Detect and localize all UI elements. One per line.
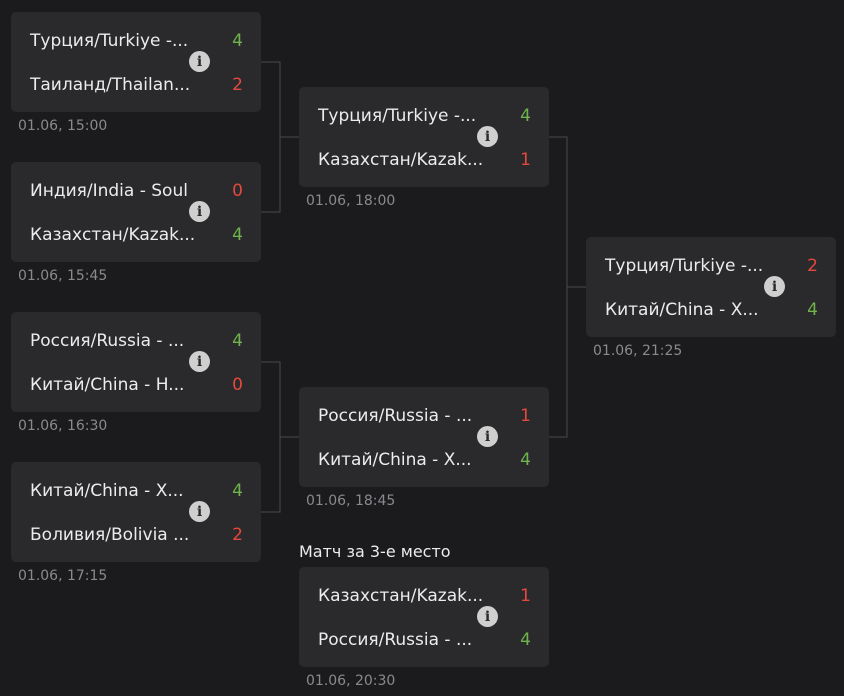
team-name: Индия/India - Soul [30, 181, 188, 201]
match-time: 01.06, 21:25 [593, 343, 683, 359]
info-icon[interactable]: i [477, 426, 498, 447]
match-team-1[interactable]: Турция/Turkiye -... 4 [318, 105, 531, 127]
match-team-1[interactable]: Россия/Russia - ... 4 [30, 330, 243, 352]
match-time: 01.06, 16:30 [18, 418, 108, 434]
team-name: Казахстан/Kazak... [30, 225, 196, 245]
team-name: Казахстан/Kazak... [318, 150, 484, 170]
info-icon[interactable]: i [764, 276, 785, 297]
connector-qf3-qf4-sf2 [261, 361, 299, 513]
connector-qf1-qf2-sf1 [261, 61, 299, 213]
match-time: 01.06, 18:00 [306, 193, 396, 209]
team-score: 4 [520, 450, 531, 470]
team-score: 4 [232, 225, 243, 245]
match-team-2[interactable]: Китай/China - H... 0 [30, 374, 243, 396]
info-icon[interactable]: i [189, 351, 210, 372]
match-card-third-place[interactable]: Казахстан/Kazak... 1 i Россия/Russia - .… [299, 567, 549, 667]
match-team-1[interactable]: Китай/China - X... 4 [30, 480, 243, 502]
match-card-sf2[interactable]: Россия/Russia - ... 1 i Китай/China - X.… [299, 387, 549, 487]
match-team-2[interactable]: Россия/Russia - ... 4 [318, 629, 531, 651]
third-place-label: Матч за 3-е место [299, 542, 451, 561]
match-card-qf4[interactable]: Китай/China - X... 4 i Боливия/Bolivia .… [11, 462, 261, 562]
match-team-2[interactable]: Китай/China - X... 4 [318, 449, 531, 471]
team-score: 1 [520, 150, 531, 170]
team-name: Китай/China - X... [605, 300, 759, 320]
match-time: 01.06, 17:15 [18, 568, 108, 584]
team-name: Казахстан/Kazak... [318, 586, 484, 606]
match-team-1[interactable]: Турция/Turkiye -... 2 [605, 255, 818, 277]
info-icon[interactable]: i [189, 51, 210, 72]
match-card-final[interactable]: Турция/Turkiye -... 2 i Китай/China - X.… [586, 237, 836, 337]
team-score: 2 [232, 75, 243, 95]
team-score: 1 [520, 406, 531, 426]
match-time: 01.06, 15:00 [18, 118, 108, 134]
info-icon[interactable]: i [189, 201, 210, 222]
team-score: 4 [520, 630, 531, 650]
match-team-1[interactable]: Турция/Turkiye -... 4 [30, 30, 243, 52]
team-score: 4 [520, 106, 531, 126]
match-time: 01.06, 20:30 [306, 673, 396, 689]
team-name: Китай/China - H... [30, 375, 185, 395]
team-name: Таиланд/Thailan... [30, 75, 191, 95]
team-name: Китай/China - X... [318, 450, 472, 470]
info-icon[interactable]: i [477, 606, 498, 627]
match-team-2[interactable]: Китай/China - X... 4 [605, 299, 818, 321]
team-score: 4 [807, 300, 818, 320]
match-card-sf1[interactable]: Турция/Turkiye -... 4 i Казахстан/Kazak.… [299, 87, 549, 187]
team-score: 4 [232, 331, 243, 351]
team-score: 0 [232, 375, 243, 395]
match-card-qf2[interactable]: Индия/India - Soul 0 i Казахстан/Kazak..… [11, 162, 261, 262]
team-score: 4 [232, 31, 243, 51]
team-name: Боливия/Bolivia ... [30, 525, 190, 545]
team-name: Китай/China - X... [30, 481, 184, 501]
team-score: 0 [232, 181, 243, 201]
match-team-1[interactable]: Индия/India - Soul 0 [30, 180, 243, 202]
connector-sf1-sf2-final [549, 136, 586, 438]
team-name: Турция/Turkiye -... [318, 106, 477, 126]
match-card-qf3[interactable]: Россия/Russia - ... 4 i Китай/China - H.… [11, 312, 261, 412]
team-score: 4 [232, 481, 243, 501]
team-name: Россия/Russia - ... [30, 331, 185, 351]
team-name: Россия/Russia - ... [318, 406, 473, 426]
team-name: Россия/Russia - ... [318, 630, 473, 650]
match-card-qf1[interactable]: Турция/Turkiye -... 4 i Таиланд/Thailan.… [11, 12, 261, 112]
team-name: Турция/Turkiye -... [605, 256, 764, 276]
match-time: 01.06, 15:45 [18, 268, 108, 284]
info-icon[interactable]: i [189, 501, 210, 522]
team-score: 2 [232, 525, 243, 545]
match-team-2[interactable]: Боливия/Bolivia ... 2 [30, 524, 243, 546]
match-team-1[interactable]: Казахстан/Kazak... 1 [318, 585, 531, 607]
info-icon[interactable]: i [477, 126, 498, 147]
team-score: 2 [807, 256, 818, 276]
match-team-2[interactable]: Казахстан/Kazak... 4 [30, 224, 243, 246]
match-time: 01.06, 18:45 [306, 493, 396, 509]
team-name: Турция/Turkiye -... [30, 31, 189, 51]
match-team-1[interactable]: Россия/Russia - ... 1 [318, 405, 531, 427]
match-team-2[interactable]: Казахстан/Kazak... 1 [318, 149, 531, 171]
match-team-2[interactable]: Таиланд/Thailan... 2 [30, 74, 243, 96]
team-score: 1 [520, 586, 531, 606]
